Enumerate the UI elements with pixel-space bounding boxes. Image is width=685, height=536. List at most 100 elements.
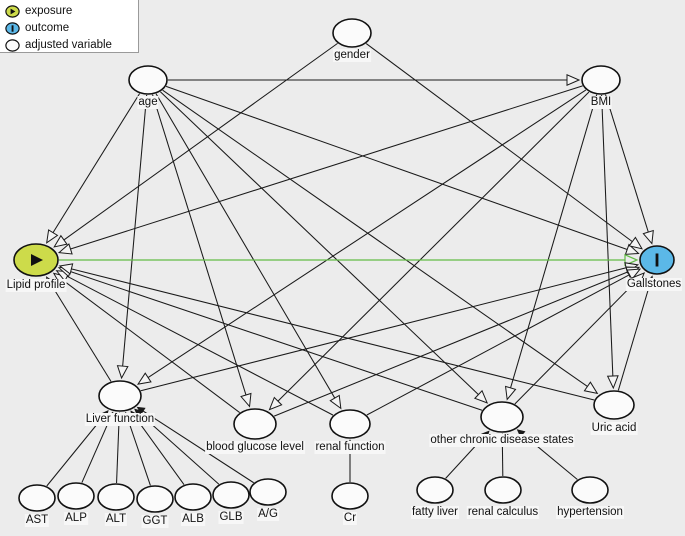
- edge-liver-to-gallstone: [140, 267, 627, 392]
- edge-age-to-chronic: [160, 91, 479, 395]
- node-alb[interactable]: [174, 483, 212, 511]
- outcome-bar-icon: [655, 253, 659, 267]
- arrowhead-bmi-to-gallstone: [642, 229, 654, 245]
- arrowhead-age-to-chronic: [473, 389, 489, 404]
- edge-age-to-glucose: [152, 94, 247, 396]
- arrowhead-age-to-renalfn: [329, 394, 342, 410]
- node-calculus[interactable]: [484, 476, 522, 504]
- node-shape-fatty[interactable]: [416, 476, 454, 504]
- node-gallstone[interactable]: [639, 245, 675, 275]
- edge-glucose-to-lipid: [63, 280, 240, 413]
- node-bmi[interactable]: [581, 65, 621, 95]
- adjusted-marker-icon: [5, 38, 20, 52]
- node-shape-ggt[interactable]: [136, 485, 174, 513]
- arrowhead-gender-to-lipid: [53, 234, 68, 248]
- legend-label-exposure: exposure: [25, 5, 73, 17]
- arrowhead-bmi-to-lipid: [57, 243, 73, 255]
- node-uric[interactable]: [593, 390, 635, 420]
- legend-item-adjusted: adjusted variable: [5, 37, 138, 53]
- arrowhead-ag-to-liver: [136, 406, 146, 415]
- node-shape-alt[interactable]: [97, 483, 135, 511]
- node-ggt[interactable]: [136, 485, 174, 513]
- exposure-play-icon: [31, 254, 43, 266]
- node-layer: [13, 18, 675, 513]
- edge-bmi-to-lipid: [70, 85, 583, 250]
- node-glb[interactable]: [212, 481, 250, 509]
- node-shape-gender[interactable]: [332, 18, 372, 48]
- node-glucose[interactable]: [233, 408, 277, 440]
- node-cr[interactable]: [331, 482, 369, 510]
- node-shape-age[interactable]: [128, 65, 168, 95]
- node-shape-liver[interactable]: [98, 380, 142, 412]
- edge-gender-to-gallstone: [365, 43, 633, 243]
- node-liver[interactable]: [98, 380, 142, 412]
- node-shape-renalfn[interactable]: [329, 409, 371, 439]
- node-gender[interactable]: [332, 18, 372, 48]
- edge-bmi-to-chronic: [510, 94, 598, 389]
- edge-renalfn-to-lipid: [66, 275, 334, 416]
- node-shape-ast[interactable]: [18, 484, 56, 512]
- node-shape-htn[interactable]: [571, 476, 609, 504]
- node-shape-bmi[interactable]: [581, 65, 621, 95]
- node-shape-glb[interactable]: [212, 481, 250, 509]
- legend: exposure outcome adjusted variable: [0, 0, 139, 53]
- node-chronic[interactable]: [480, 401, 524, 433]
- arrowhead-bmi-to-glucose: [268, 396, 283, 411]
- node-ag[interactable]: [249, 478, 287, 506]
- node-alp[interactable]: [57, 482, 95, 510]
- edge-alt-to-liver: [116, 419, 120, 484]
- edge-bmi-to-gallstone: [605, 94, 649, 233]
- edge-age-to-lipid: [52, 93, 140, 233]
- node-shape-uric[interactable]: [593, 390, 635, 420]
- arrowhead-alt-to-liver: [115, 412, 123, 421]
- edge-uric-to-gallstone: [617, 287, 650, 391]
- arrowhead-gender-to-gallstone: [628, 236, 643, 250]
- node-renalfn[interactable]: [329, 409, 371, 439]
- edge-glucose-to-gallstone: [273, 271, 629, 417]
- edge-bmi-to-liver: [147, 89, 587, 378]
- edge-ag-to-liver: [142, 410, 255, 484]
- legend-label-adjusted: adjusted variable: [25, 39, 112, 51]
- arrowhead-age-to-liver: [116, 365, 129, 380]
- arrowhead-age-to-bmi: [566, 74, 581, 86]
- arrowhead-cr-to-renalfn: [346, 439, 354, 448]
- legend-item-outcome: outcome: [5, 20, 138, 36]
- edge-chronic-to-lipid: [70, 271, 483, 411]
- node-lipid[interactable]: [13, 243, 59, 277]
- edge-glb-to-liver: [139, 413, 220, 485]
- node-shape-calculus[interactable]: [484, 476, 522, 504]
- node-shape-glucose[interactable]: [233, 408, 277, 440]
- node-ast[interactable]: [18, 484, 56, 512]
- arrowhead-uric-to-gallstone: [642, 275, 655, 291]
- outcome-marker-icon: [5, 21, 20, 35]
- edge-bmi-to-uric: [601, 94, 614, 377]
- edge-ggt-to-liver: [127, 418, 151, 486]
- edge-age-to-liver: [122, 94, 148, 367]
- arrowhead-uric-to-lipid: [58, 263, 74, 275]
- arrowhead-bmi-to-liver: [137, 372, 152, 385]
- edge-chronic-to-gallstone: [514, 281, 637, 405]
- edge-htn-to-chronic: [522, 433, 578, 480]
- node-shape-alb[interactable]: [174, 483, 212, 511]
- edge-alb-to-liver: [134, 416, 185, 485]
- node-shape-ag[interactable]: [249, 478, 287, 506]
- arrowhead-lipid-to-gallstone: [624, 253, 639, 267]
- edge-layer: [45, 42, 655, 487]
- node-age[interactable]: [128, 65, 168, 95]
- node-alt[interactable]: [97, 483, 135, 511]
- edge-age-to-uric: [162, 89, 588, 387]
- legend-label-outcome: outcome: [25, 22, 70, 34]
- node-shape-cr[interactable]: [331, 482, 369, 510]
- arrowhead-age-to-gallstone: [624, 243, 640, 255]
- node-shape-chronic[interactable]: [480, 401, 524, 433]
- node-fatty[interactable]: [416, 476, 454, 504]
- node-htn[interactable]: [571, 476, 609, 504]
- arrowhead-liver-to-lipid: [45, 276, 59, 291]
- arrowhead-htn-to-chronic: [516, 429, 526, 438]
- edge-ast-to-liver: [46, 415, 105, 487]
- arrowhead-bmi-to-chronic: [504, 385, 517, 401]
- arrowhead-renalfn-to-gallstone: [626, 268, 642, 281]
- node-shape-alp[interactable]: [57, 482, 95, 510]
- edge-liver-to-lipid: [52, 287, 112, 382]
